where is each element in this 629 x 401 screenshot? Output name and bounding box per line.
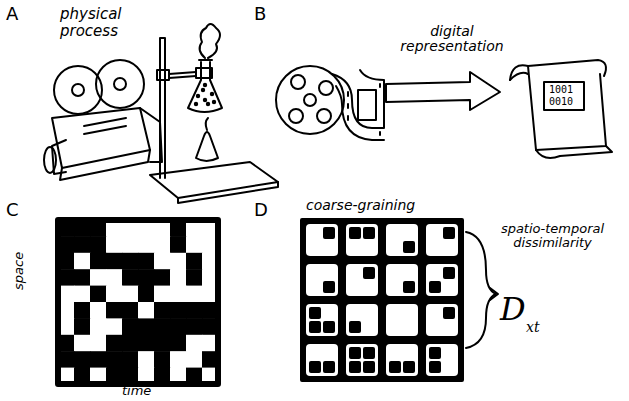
brace-arrow-head bbox=[490, 288, 498, 300]
panel-caption: physical process bbox=[60, 6, 155, 39]
lab-apparatus bbox=[150, 24, 278, 203]
film-reel bbox=[276, 66, 384, 140]
digital-tape bbox=[510, 60, 612, 158]
measure-symbol: D bbox=[500, 292, 526, 327]
panel-letter: B bbox=[254, 4, 266, 24]
conversion-arrow bbox=[386, 72, 500, 110]
measure-caption: spatio-temporal dissimilarity bbox=[480, 222, 625, 251]
film-projector bbox=[44, 60, 162, 180]
panel-letter: D bbox=[254, 200, 268, 220]
space-time-grid bbox=[58, 220, 219, 385]
axis-label: space bbox=[12, 252, 26, 290]
panel-letter: C bbox=[6, 200, 19, 220]
coarse-grained-grid bbox=[302, 220, 462, 380]
arrow-caption: digital representation bbox=[392, 24, 512, 55]
panel-caption: coarse-graining bbox=[306, 198, 415, 213]
measure-subscript: xt bbox=[526, 320, 540, 335]
axis-label: time bbox=[122, 384, 151, 398]
bit-string: 0010 bbox=[549, 96, 573, 107]
bit-string: 1001 bbox=[549, 84, 573, 95]
panel-letter: A bbox=[6, 4, 18, 24]
